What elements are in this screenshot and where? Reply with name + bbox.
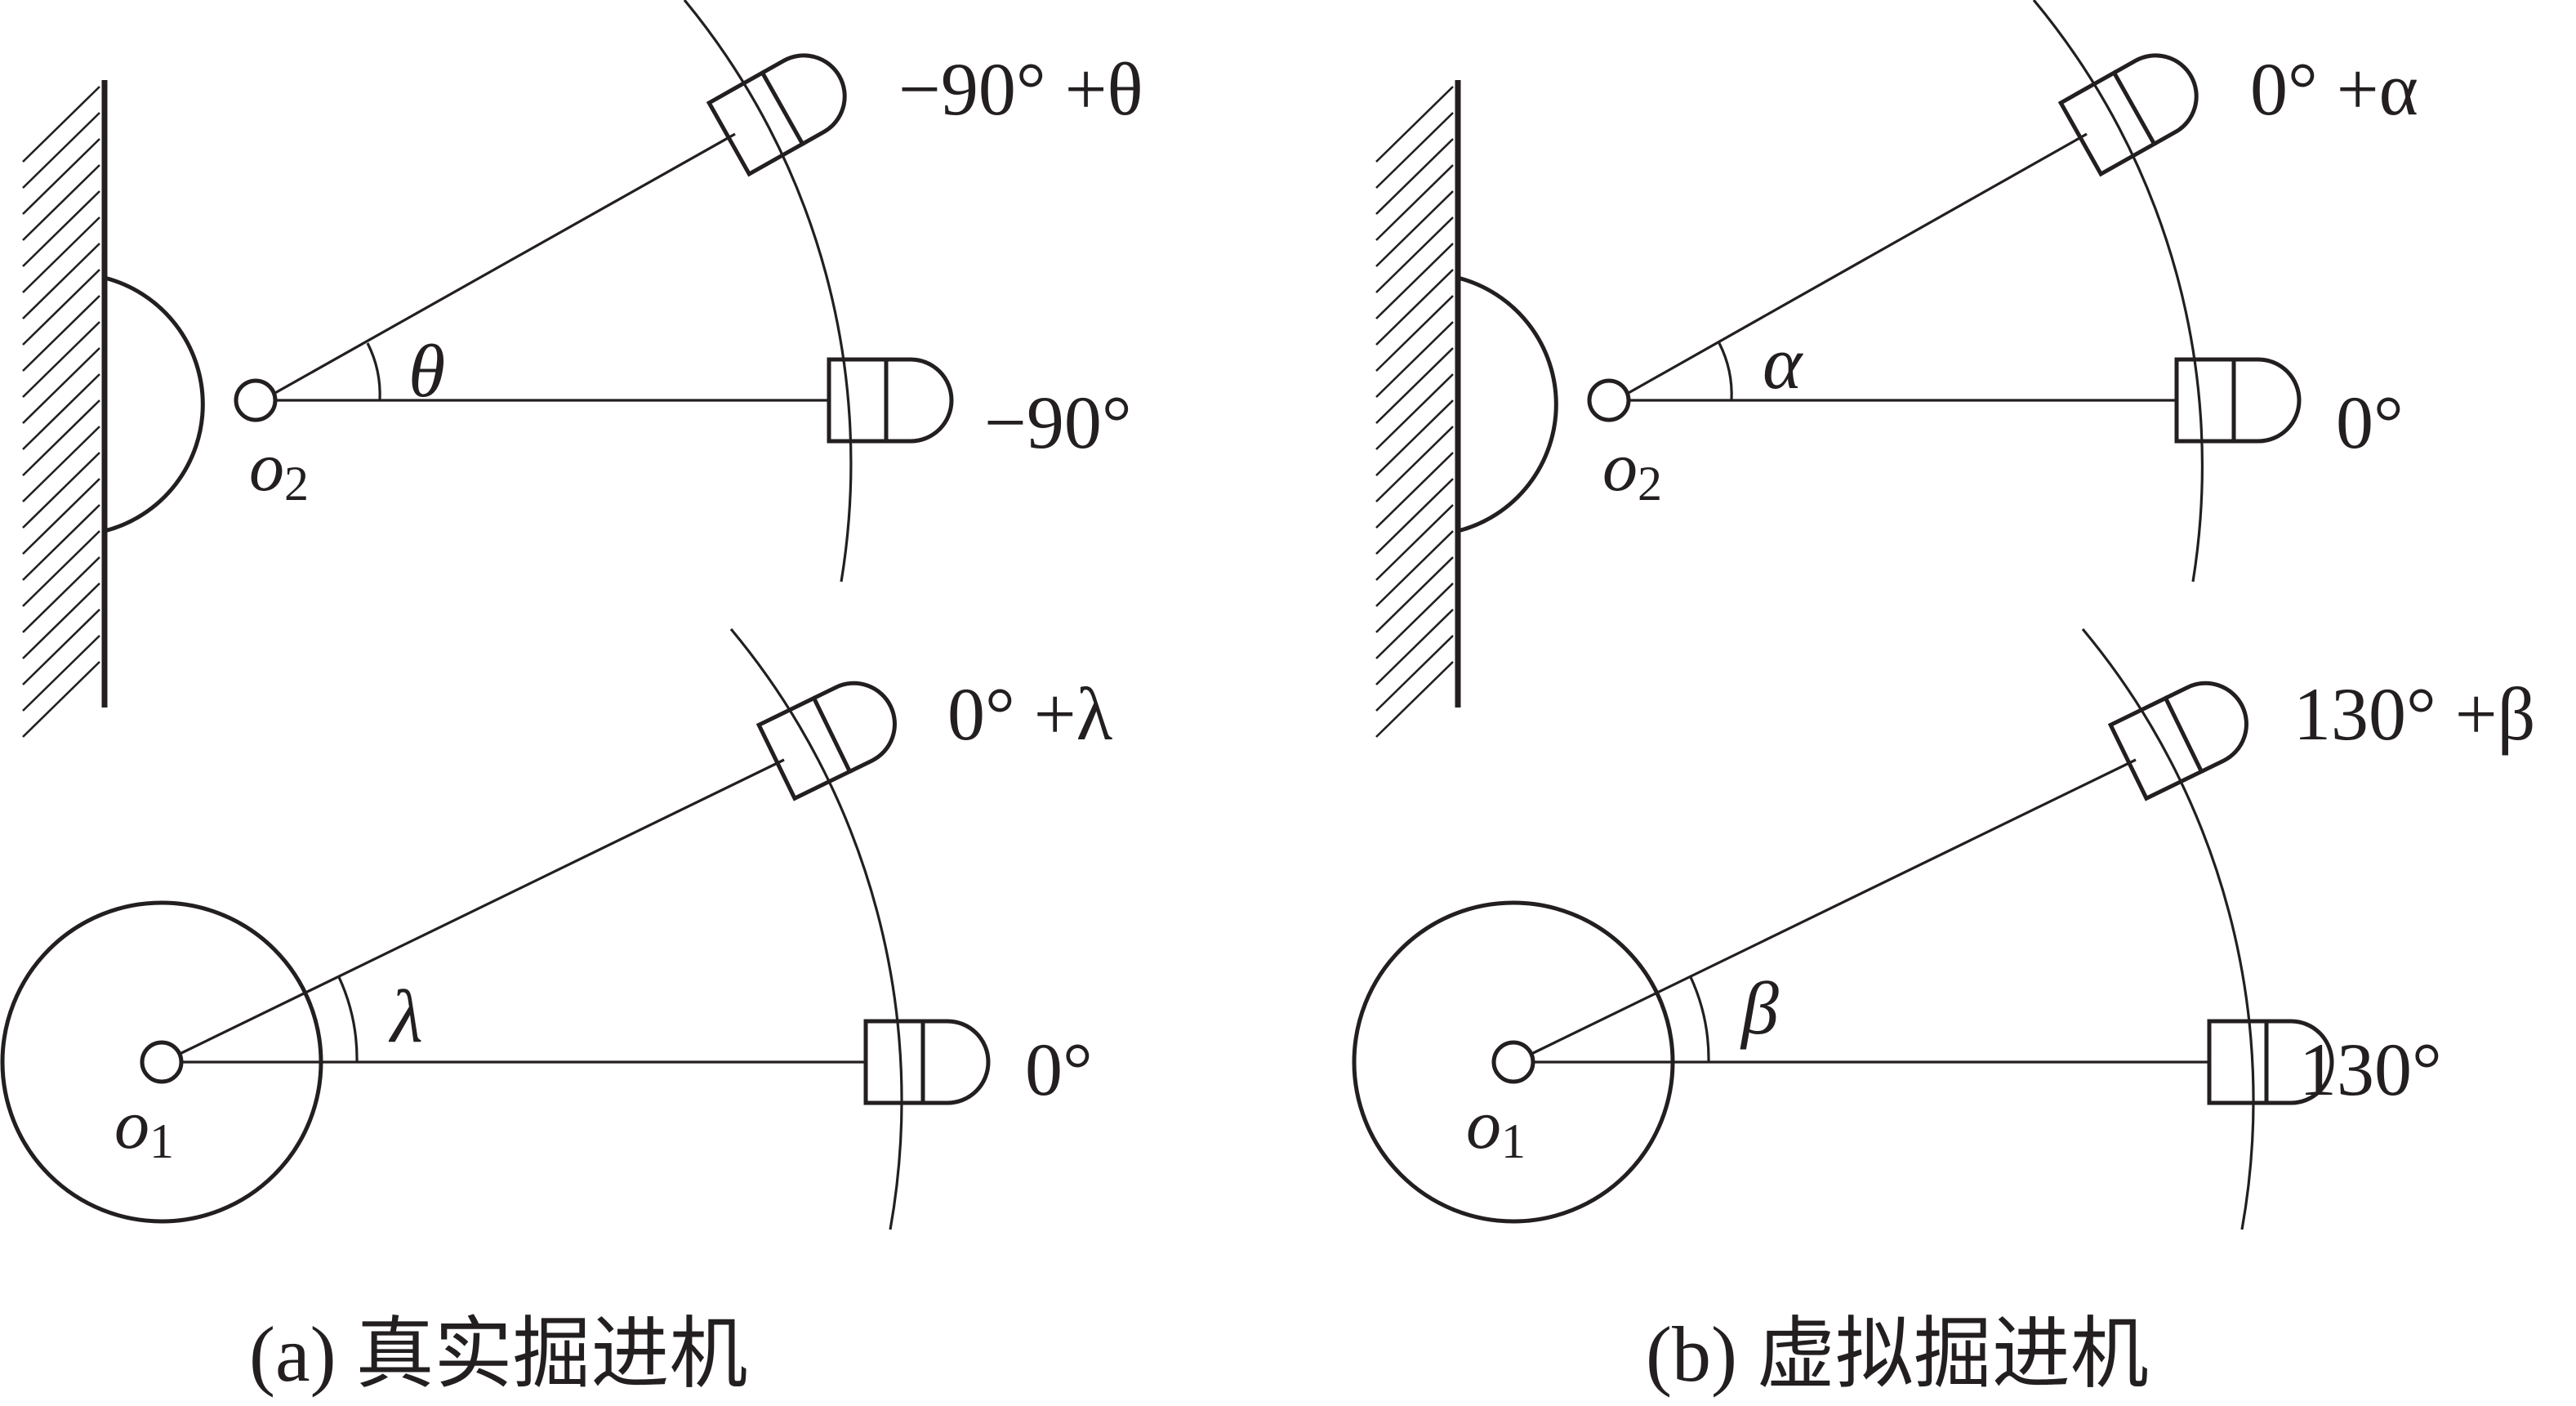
panel-b-upper-rotated-label: 0° +α xyxy=(2250,47,2418,131)
panel-b-lower-arc xyxy=(2081,627,2255,1230)
hatch-stroke xyxy=(22,347,100,424)
panel-a-lambda-label: λ xyxy=(388,975,423,1058)
panel-b-upper-base-cutter xyxy=(2174,357,2302,444)
panel-b-lower-base-label: 130° xyxy=(2299,1028,2442,1111)
hatch-stroke xyxy=(22,530,100,607)
panel-b-upper-rotated-cutter xyxy=(2057,53,2199,177)
panel-b-caption: (b) 虚拟掘进机 xyxy=(1646,1310,2149,1398)
panel-a-caption: (a) 真实掘进机 xyxy=(249,1310,748,1398)
panel-b-beta-label: β xyxy=(1740,966,1779,1050)
wall-hatching xyxy=(1375,86,1454,738)
hatch-stroke xyxy=(22,138,100,215)
panel-b-o1-label: o1 xyxy=(1466,1085,1526,1168)
hatch-stroke xyxy=(22,609,100,685)
panel-a-upper-rotated-label: −90° +θ xyxy=(898,47,1143,131)
hatch-stroke xyxy=(1375,609,1454,685)
hatch-stroke xyxy=(1375,530,1454,607)
panel-a-upper-base-cutter xyxy=(827,357,954,444)
panel-a-upper-rotated-cutter xyxy=(706,53,847,177)
panel-b-upper-base-label: 0° xyxy=(2336,381,2404,464)
hatch-stroke xyxy=(1375,556,1454,633)
hatch-stroke xyxy=(22,164,100,241)
hatch-stroke xyxy=(1375,295,1454,372)
hatch-stroke xyxy=(1375,373,1454,450)
panel-b-alpha-arc xyxy=(1718,342,1733,401)
hatch-stroke xyxy=(22,556,100,633)
hatch-stroke xyxy=(22,112,100,189)
panel-a-upper-arc xyxy=(683,0,853,582)
panel-b-o2-label: o2 xyxy=(1602,427,1662,511)
panel-a-pivot-o2 xyxy=(234,378,278,422)
hatch-stroke xyxy=(22,399,100,476)
panel-b-lower-base-cutter xyxy=(2207,1019,2334,1105)
hatch-stroke xyxy=(22,295,100,372)
panel-a-o1-label: o1 xyxy=(114,1085,174,1168)
hatch-stroke xyxy=(22,582,100,659)
hatch-stroke xyxy=(1375,426,1454,502)
panel-b-wall-mount xyxy=(1457,275,1558,533)
hatch-stroke xyxy=(22,426,100,502)
panel-a-lower-base-cutter xyxy=(863,1019,991,1105)
hatch-stroke xyxy=(22,243,100,319)
wall-hatching xyxy=(22,86,100,738)
hatch-stroke xyxy=(22,635,100,712)
panel-b-pivot-o2 xyxy=(1587,378,1631,422)
panel-a-upper-base-label: −90° xyxy=(984,381,1132,464)
hatch-stroke xyxy=(1375,582,1454,659)
panel-b-lower-rotated-line xyxy=(1531,758,2137,1056)
panel-b-alpha-label: α xyxy=(1763,321,1803,404)
panel-b-beta-arc xyxy=(1689,976,1710,1063)
hatch-stroke xyxy=(1375,243,1454,319)
panel-a-lower-base-label: 0° xyxy=(1025,1028,1093,1111)
panel-b-lower-rotated-cutter xyxy=(2107,681,2248,801)
hatch-stroke xyxy=(1375,661,1454,738)
hatch-stroke xyxy=(1375,635,1454,712)
panel-a-lower-rotated-line xyxy=(179,758,785,1056)
panel-b-wall xyxy=(1375,80,1461,738)
hatch-stroke xyxy=(1375,478,1454,555)
hatch-stroke xyxy=(1375,216,1454,293)
hatch-stroke xyxy=(1375,190,1454,267)
panel-a-o2-label: o2 xyxy=(249,427,309,511)
hatch-stroke xyxy=(1375,321,1454,398)
panel-a-wall xyxy=(22,80,108,738)
hatch-stroke xyxy=(22,216,100,293)
hatch-stroke xyxy=(1375,347,1454,424)
panel-b-upper-arc xyxy=(2032,0,2204,582)
panel-b-pivot-o1 xyxy=(1491,1040,1535,1084)
hatch-stroke xyxy=(22,190,100,267)
panel-a-lambda-arc xyxy=(337,976,359,1063)
hatch-stroke xyxy=(22,478,100,555)
hatch-stroke xyxy=(1375,86,1454,163)
hatch-stroke xyxy=(1375,504,1454,581)
hatch-stroke xyxy=(22,373,100,450)
panel-a-lower-rotated-label: 0° +λ xyxy=(947,672,1113,756)
hatch-stroke xyxy=(22,269,100,346)
hatch-stroke xyxy=(22,86,100,163)
panel-b-lower-rotated-label: 130° +β xyxy=(2293,672,2535,756)
panel-a-wall-mount xyxy=(104,275,205,533)
panel-b: 0° +α 0° α o2 130° +β 130° β o1 (b) 虚拟掘进… xyxy=(1352,0,2535,1398)
hatch-stroke xyxy=(1375,269,1454,346)
panel-a-lower-rotated-cutter xyxy=(755,681,897,801)
hatch-stroke xyxy=(1375,164,1454,241)
hatch-stroke xyxy=(1375,452,1454,529)
panel-a: −90° +θ −90° θ o2 0° +λ 0° λ o1 (a) 真实掘进… xyxy=(0,0,1143,1398)
hatch-stroke xyxy=(1375,138,1454,215)
panel-a-pivot-o1 xyxy=(140,1040,184,1084)
hatch-stroke xyxy=(22,661,100,738)
panel-a-lower-arc xyxy=(729,627,903,1230)
hatch-stroke xyxy=(1375,112,1454,189)
panel-b-upper-rotated-line xyxy=(1626,132,2088,395)
hatch-stroke xyxy=(22,452,100,529)
panel-a-theta-arc xyxy=(366,342,381,401)
panel-a-theta-label: θ xyxy=(408,329,445,413)
hatch-stroke xyxy=(22,504,100,581)
hatch-stroke xyxy=(22,321,100,398)
hatch-stroke xyxy=(1375,399,1454,476)
panel-a-upper-rotated-line xyxy=(273,132,736,395)
